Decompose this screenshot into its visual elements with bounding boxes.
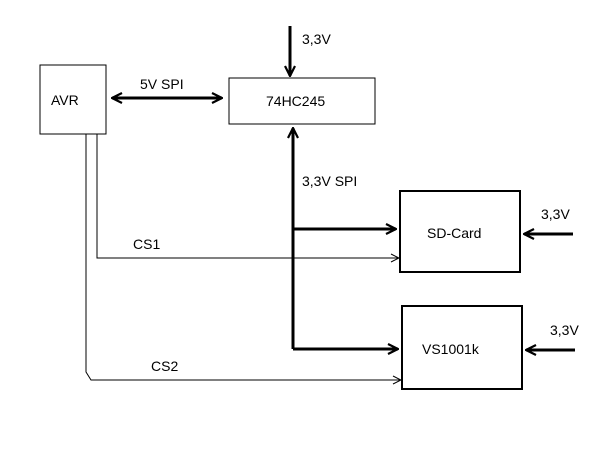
sdcard-label: SD-Card (427, 225, 481, 241)
cs1-label: CS1 (133, 236, 160, 252)
buffer-supply-label: 3,3V (302, 31, 331, 47)
buffer-label: 74HC245 (266, 93, 325, 109)
vs1001k-block: VS1001k (401, 305, 523, 390)
spi-33v-label: 3,3V SPI (302, 173, 357, 189)
sdcard-block: SD-Card (399, 190, 521, 273)
cs2-label: CS2 (151, 358, 178, 374)
cs2-line (85, 134, 401, 380)
buffer-74hc245-block: 74HC245 (228, 77, 376, 125)
avr-label: AVR (51, 92, 79, 108)
vs1001k-label: VS1001k (422, 341, 480, 357)
cs1-line (96, 134, 399, 258)
vs1001k-supply-label: 3,3V (550, 322, 579, 338)
sdcard-supply-label: 3,3V (541, 206, 570, 222)
spi-5v-label: 5V SPI (140, 76, 184, 92)
avr-block: AVR (39, 64, 107, 135)
